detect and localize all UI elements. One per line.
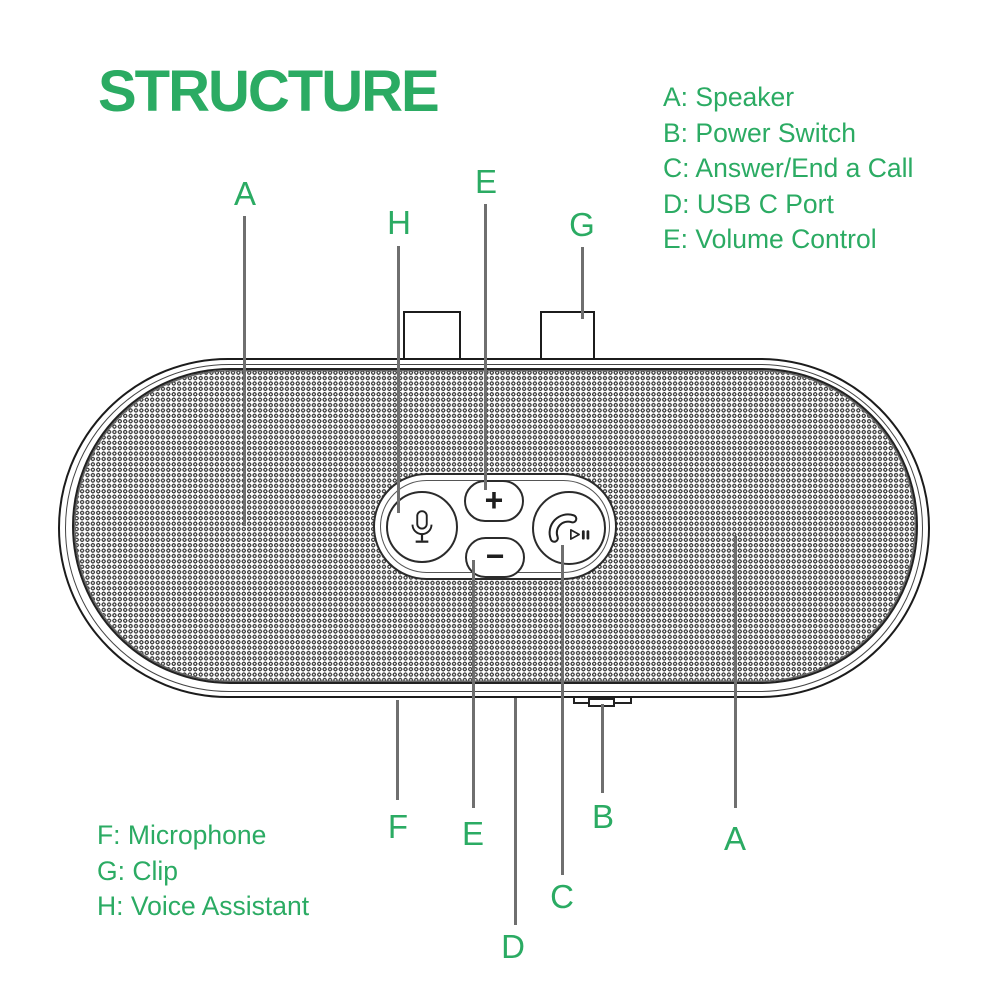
leader-line-c (561, 545, 564, 875)
leader-line-d (514, 698, 517, 925)
legend-bottom-left: F: Microphone G: Clip H: Voice Assistant (97, 818, 309, 925)
callout-g: G (569, 206, 595, 243)
leader-line-e-bottom (472, 560, 475, 808)
legend-item: A: Speaker (663, 82, 795, 112)
callout-d: D (501, 928, 525, 965)
callout-e-bottom: E (461, 815, 485, 852)
legend-item: C: Answer/End a Call (663, 153, 914, 183)
play-pause-icon (570, 529, 590, 540)
legend-right: A: Speaker B: Power Switch C: Answer/End… (663, 80, 913, 258)
clip-tab-right[interactable] (540, 311, 595, 365)
answer-end-call-button[interactable] (532, 491, 606, 565)
voice-assistant-button[interactable] (386, 491, 458, 563)
leader-line-g (581, 247, 584, 319)
leader-line-a-top (243, 216, 246, 526)
legend-item: B: Power Switch (663, 117, 856, 148)
page-title: STRUCTURE (98, 59, 440, 124)
callout-f: F (387, 808, 409, 845)
phone-handset-icon (545, 507, 593, 549)
callout-a-bottom: A (723, 820, 747, 857)
legend-item: H: Voice Assistant (97, 891, 310, 921)
volume-up-button[interactable]: + (464, 480, 524, 522)
legend-item: G: Clip (97, 855, 178, 886)
callout-h: H (387, 204, 411, 241)
minus-icon: − (485, 538, 505, 574)
leader-line-b (601, 704, 604, 793)
callout-a-top: A (233, 175, 257, 212)
callout-c: C (550, 878, 574, 915)
callout-e-top: E (474, 163, 498, 200)
volume-down-button[interactable]: − (465, 537, 525, 578)
leader-line-a-bottom (734, 536, 737, 808)
leader-line-f (396, 700, 399, 800)
mic-icon (403, 505, 441, 549)
leader-line-e-top (484, 204, 487, 490)
leader-line-h (397, 246, 400, 513)
legend-item: D: USB C Port (663, 188, 834, 219)
legend-item: F: Microphone (97, 820, 267, 850)
clip-tab-left[interactable] (403, 311, 461, 365)
control-panel: + − (373, 473, 617, 580)
plus-icon: + (484, 481, 504, 518)
legend-item: E: Volume Control (663, 224, 877, 254)
callout-b: B (591, 798, 615, 835)
